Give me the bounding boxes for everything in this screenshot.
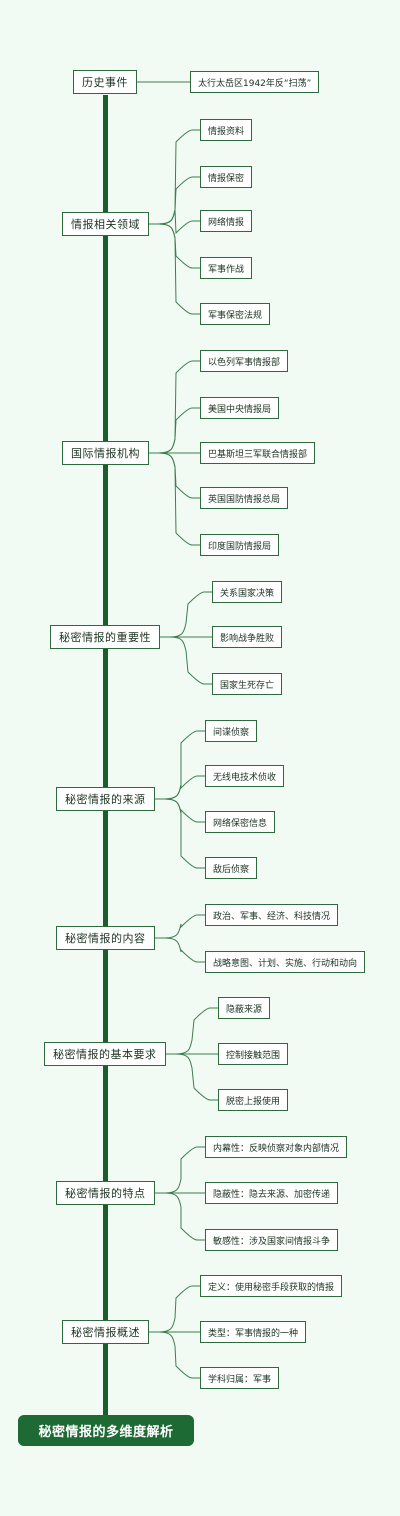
branch-importance[interactable]: 秘密情报的重要性 (50, 625, 160, 649)
leaf-israel-aman[interactable]: 以色列军事情报部 (200, 350, 289, 372)
main-spine (103, 95, 108, 1420)
leaf-definition[interactable]: 定义：使用秘密手段获取的情报 (200, 1275, 343, 1297)
branch-intel-fields[interactable]: 情报相关领域 (62, 212, 149, 236)
leaf-network-secret-info[interactable]: 网络保密信息 (205, 811, 276, 833)
leaf-state-decision[interactable]: 关系国家决策 (212, 581, 283, 603)
leaf-intel-materials[interactable]: 情报资料 (200, 119, 253, 141)
edge-4-1 (155, 775, 205, 800)
leaf-military-secrecy-law[interactable]: 军事保密法规 (200, 303, 271, 325)
leaf-declassify-report[interactable]: 脱密上报使用 (218, 1089, 289, 1111)
edge-1-3 (149, 223, 200, 269)
leaf-concealment[interactable]: 隐蔽性：隐去来源、加密传递 (205, 1182, 339, 1204)
leaf-military-ops[interactable]: 军事作战 (200, 257, 253, 279)
branch-content[interactable]: 秘密情报的内容 (56, 926, 155, 950)
leaf-intel-secrecy[interactable]: 情报保密 (200, 166, 253, 188)
branch-sources[interactable]: 秘密情报的来源 (56, 787, 155, 811)
leaf-india-dia[interactable]: 印度国防情报局 (200, 534, 280, 556)
leaf-conceal-source[interactable]: 隐蔽来源 (218, 997, 271, 1019)
edge-5-1 (155, 937, 205, 963)
leaf-national-survival[interactable]: 国家生死存亡 (212, 673, 283, 695)
edge-8-2 (149, 1331, 200, 1379)
leaf-network-intel[interactable]: 网络情报 (200, 210, 253, 232)
edge-7-0 (155, 1146, 205, 1194)
edge-1-4 (149, 223, 200, 315)
branch-basic-requirements[interactable]: 秘密情报的基本要求 (44, 1042, 166, 1066)
edge-8-0 (149, 1285, 200, 1333)
edge-5-0 (155, 914, 205, 939)
leaf-pol-mil-econ-tech[interactable]: 政治、军事、经济、科技情况 (205, 904, 339, 926)
leaf-sensitivity[interactable]: 敏感性：涉及国家间情报斗争 (205, 1229, 339, 1251)
leaf-uk-di[interactable]: 英国国防情报总局 (200, 487, 289, 509)
edge-3-0 (160, 591, 212, 638)
branch-overview[interactable]: 秘密情报概述 (62, 1320, 149, 1344)
branch-characteristics[interactable]: 秘密情报的特点 (56, 1181, 155, 1205)
leaf-strategic-intent[interactable]: 战略意图、计划、实施、行动和动向 (205, 951, 366, 973)
branch-history-events[interactable]: 历史事件 (73, 70, 137, 94)
edge-2-3 (149, 452, 200, 499)
leaf-type[interactable]: 类型：军事情报的一种 (200, 1321, 307, 1343)
edge-6-2 (166, 1053, 218, 1101)
edge-1-1 (149, 176, 200, 225)
edge-1-2 (149, 209, 200, 235)
edge-2-4 (149, 452, 200, 546)
edge-2-1 (149, 407, 200, 454)
leaf-behind-lines-recon[interactable]: 敌后侦察 (205, 857, 258, 879)
leaf-espionage[interactable]: 间谍侦察 (205, 720, 258, 742)
leaf-war-outcome[interactable]: 影响战争胜败 (212, 626, 283, 648)
leaf-us-cia[interactable]: 美国中央情报局 (200, 397, 280, 419)
root-title[interactable]: 秘密情报的多维度解析 (18, 1415, 194, 1446)
leaf-radio-interception[interactable]: 无线电技术侦收 (205, 765, 285, 787)
leaf-insider-nature[interactable]: 内幕性：反映侦察对象内部情况 (205, 1136, 348, 1158)
leaf-limit-access[interactable]: 控制接触范围 (218, 1043, 289, 1065)
branch-intl-agencies[interactable]: 国际情报机构 (62, 441, 149, 465)
edge-3-2 (160, 636, 212, 685)
edge-6-0 (166, 1007, 218, 1055)
edge-7-2 (155, 1192, 205, 1241)
leaf-pakistan-isi[interactable]: 巴基斯坦三军联合情报部 (200, 442, 316, 464)
leaf-taihang-1942[interactable]: 太行太岳区1942年反“扫荡” (190, 71, 320, 93)
leaf-discipline[interactable]: 学科归属：军事 (200, 1367, 280, 1389)
edge-4-3 (155, 798, 205, 869)
